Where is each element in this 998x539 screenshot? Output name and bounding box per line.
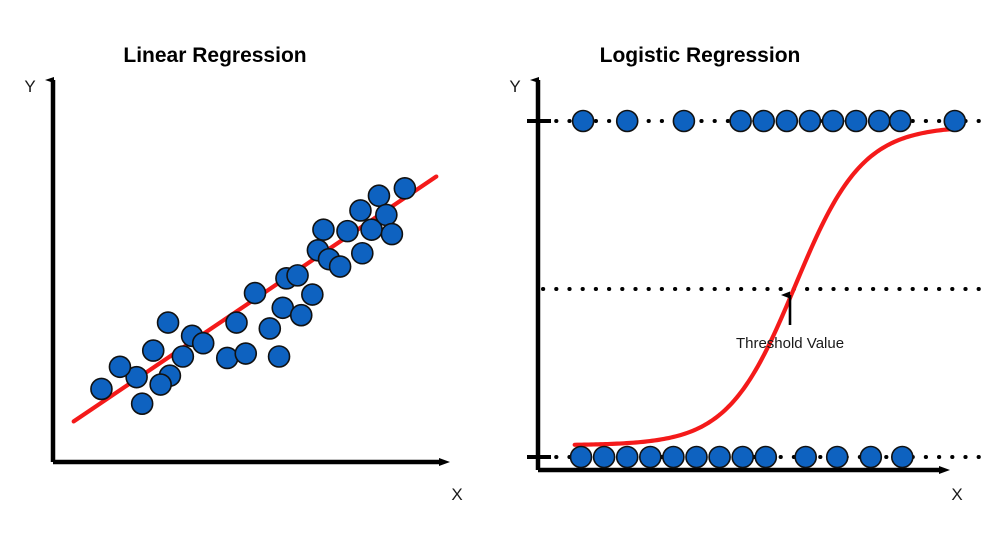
logistic-point-class-0 [615, 445, 639, 469]
logistic-point-class-1 [752, 109, 776, 133]
logistic-point-class-1 [821, 109, 845, 133]
scatter-point [141, 339, 165, 362]
scatter-point [289, 303, 313, 327]
logistic-point-class-1 [775, 109, 799, 133]
scatter-point [349, 199, 372, 222]
linear-chart-title: Linear Regression [123, 44, 306, 67]
scatter-point [243, 281, 267, 305]
logistic-point-class-1 [867, 109, 891, 133]
scatter-point [258, 317, 282, 340]
scatter-point [108, 355, 132, 379]
logistic-point-class-0 [754, 445, 778, 469]
linear-x-axis-label: X [451, 485, 462, 504]
sigmoid-curve [572, 127, 953, 447]
scatter-point [125, 365, 148, 389]
logistic-point-class-0 [794, 445, 818, 469]
logistic-point-class-0 [708, 445, 731, 469]
scatter-point [149, 373, 172, 396]
threshold-annotation: Threshold Value [736, 291, 844, 352]
threshold-annotation-label: Threshold Value [736, 335, 844, 352]
scatter-point [393, 177, 417, 200]
logistic-point-class-0 [731, 445, 755, 469]
logistic-x-axis-label: X [951, 485, 962, 504]
logistic-point-class-0 [662, 445, 685, 469]
scatter-point [130, 392, 154, 416]
scatter-point [301, 283, 324, 306]
linear-scatter-points [90, 177, 417, 416]
logistic-point-class-1 [571, 109, 595, 133]
scatter-point [286, 264, 309, 287]
logistic-point-class-1 [888, 109, 912, 133]
scatter-point [225, 311, 248, 334]
scatter-point [191, 331, 215, 355]
logistic-point-class-0 [890, 445, 914, 469]
logistic-point-class-1 [798, 109, 822, 133]
logistic-point-class-0 [859, 445, 883, 469]
scatter-point [336, 219, 359, 243]
logistic-points-class-1 [571, 109, 967, 133]
scatter-point [156, 311, 180, 334]
logistic-point-class-1 [615, 109, 639, 133]
logistic-y-axis-label: Y [509, 77, 520, 96]
scatter-point [367, 184, 391, 208]
logistic-point-class-0 [638, 445, 662, 469]
logistic-point-class-1 [672, 109, 696, 133]
logistic-point-class-0 [592, 445, 616, 469]
scatter-point [312, 218, 335, 241]
logistic-point-class-0 [825, 445, 849, 469]
scatter-point [350, 241, 374, 265]
logistic-point-class-0 [685, 445, 708, 469]
logistic-point-class-1 [943, 109, 967, 133]
scatter-point [234, 342, 258, 365]
linear-y-axis-label: Y [24, 77, 35, 96]
logistic-point-class-1 [729, 109, 752, 133]
scatter-point [328, 255, 352, 278]
scatter-point [171, 345, 195, 368]
scatter-point [90, 377, 113, 401]
logistic-dotted-guide-lines [541, 119, 990, 459]
logistic-point-class-1 [844, 109, 868, 133]
logistic-point-class-0 [569, 445, 593, 469]
scatter-point [267, 345, 291, 368]
scatter-point [380, 222, 404, 246]
logistic-chart-title: Logistic Regression [600, 44, 801, 67]
logistic-points-class-0 [569, 445, 914, 469]
